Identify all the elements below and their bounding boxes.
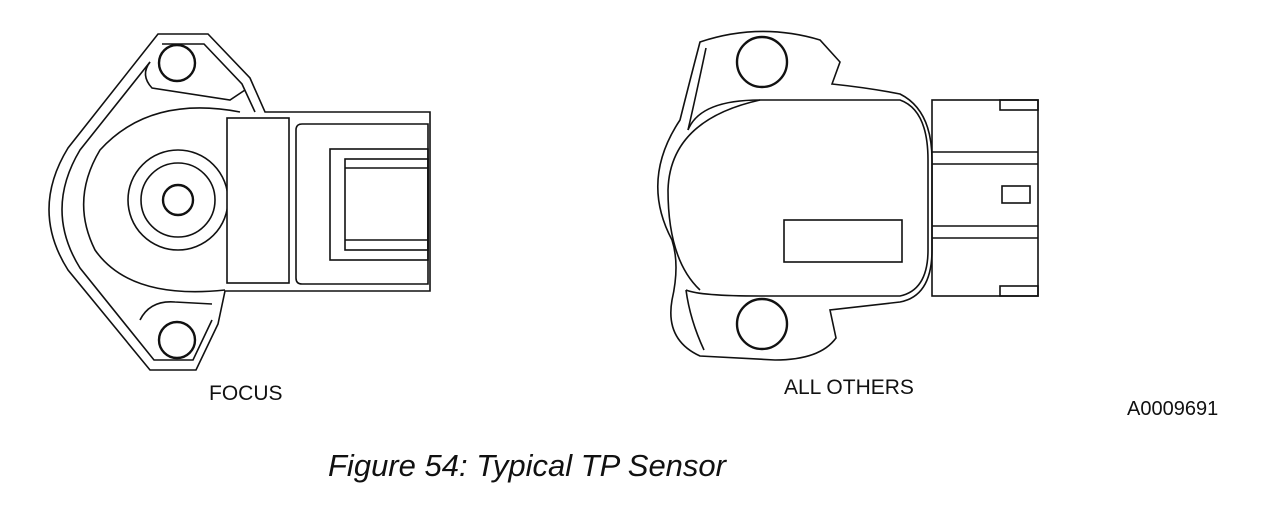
all-others-sensor-drawing [657,30,1039,361]
focus-sensor-drawing [48,33,431,371]
figure-caption: Figure 54: Typical TP Sensor [328,448,726,483]
reference-code: A0009691 [1127,398,1219,420]
focus-label: FOCUS [209,382,283,405]
all-others-label: ALL OTHERS [784,376,914,399]
